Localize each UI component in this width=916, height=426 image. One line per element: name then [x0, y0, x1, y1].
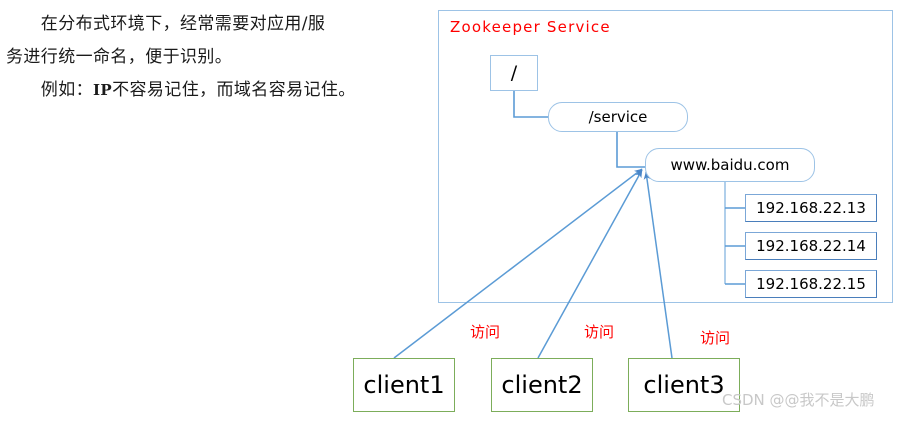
description-line-1: 在分布式环境下，经常需要对应用/服 [6, 14, 326, 34]
description-line-3: 例如：IP不容易记住，而域名容易记住。 [6, 74, 426, 107]
client-box-3[interactable]: client3 [628, 358, 740, 412]
access-label-1: 访问 [470, 323, 501, 341]
csdn-watermark: CSDN @@我不是大鹏 [722, 391, 875, 409]
access-label-3: 访问 [700, 329, 731, 347]
description-line-3-prefix: 例如： [6, 80, 93, 100]
ip-box-2[interactable]: 192.168.22.14 [745, 232, 877, 260]
description-inline-latin: IP [93, 81, 113, 99]
ip-box-1[interactable]: 192.168.22.13 [745, 194, 877, 222]
access-label-2: 访问 [584, 323, 615, 341]
znode-www-baidu-com[interactable]: www.baidu.com [645, 148, 815, 182]
description-text: 在分布式环境下，经常需要对应用/服 务进行统一命名，便于识别。 例如：IP不容易… [6, 8, 426, 107]
description-line-2: 务进行统一命名，便于识别。 [6, 47, 233, 67]
zookeeper-service-title: Zookeeper Service [450, 18, 611, 36]
client-box-2[interactable]: client2 [491, 358, 593, 412]
znode-service[interactable]: /service [548, 102, 688, 132]
description-line-3-suffix: 不容易记住，而域名容易记住。 [112, 80, 356, 100]
client-box-1[interactable]: client1 [353, 358, 455, 412]
ip-box-3[interactable]: 192.168.22.15 [745, 270, 877, 298]
znode-root[interactable]: / [490, 55, 538, 91]
